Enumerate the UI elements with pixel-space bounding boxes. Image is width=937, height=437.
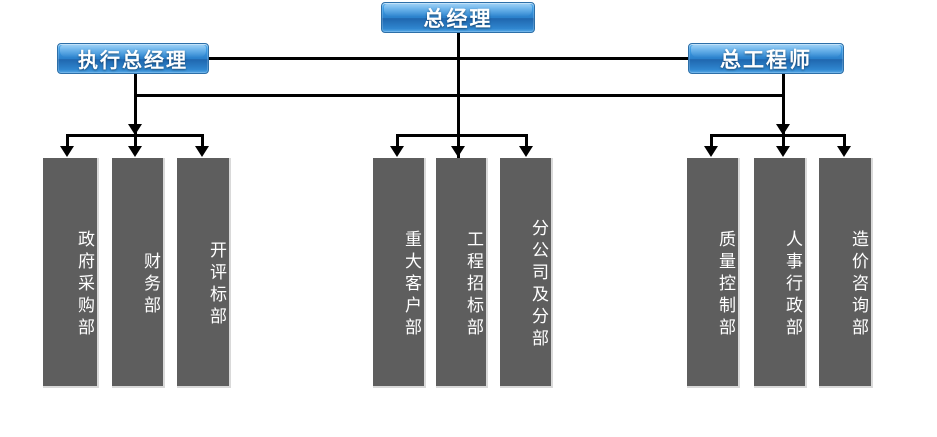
- connector-exec-to-chief-bar: [209, 57, 688, 60]
- connector-right-branch-bus: [710, 134, 846, 137]
- node-general-manager-label: 总经理: [423, 7, 493, 31]
- connector-left-drop-3: [201, 134, 204, 150]
- node-department-8[interactable]: 人事行政部: [754, 158, 807, 388]
- node-executive-general-manager[interactable]: 执行总经理: [57, 43, 209, 74]
- node-department-1[interactable]: 政府采购部: [43, 158, 99, 388]
- node-department-7[interactable]: 质量控制部: [687, 158, 740, 388]
- node-general-manager[interactable]: 总经理: [381, 2, 535, 33]
- connector-gm-stem: [457, 33, 460, 164]
- arrow-chief-eng-stem: [776, 124, 790, 135]
- arrow-dept-1: [60, 146, 74, 157]
- connector-chief-eng-stem: [782, 74, 785, 134]
- arrow-dept-8: [776, 146, 790, 157]
- arrow-exec-gm-stem: [128, 124, 142, 135]
- arrow-dept-6: [519, 146, 533, 157]
- connector-center-drop-1: [396, 134, 399, 150]
- node-department-6[interactable]: 分公司及分部: [500, 158, 553, 388]
- arrow-dept-3: [195, 146, 209, 157]
- node-department-1-label: 政府采购部: [75, 230, 94, 340]
- connector-left-drop-2: [134, 134, 137, 150]
- connector-exec-gm-stem: [134, 74, 137, 134]
- connector-center-branch-bus: [396, 134, 528, 137]
- node-department-3[interactable]: 开评标部: [177, 158, 231, 388]
- node-department-6-label: 分公司及分部: [529, 219, 548, 351]
- node-executive-general-manager-label: 执行总经理: [78, 50, 188, 72]
- node-department-8-label: 人事行政部: [783, 230, 802, 340]
- connector-center-drop-2: [457, 134, 460, 150]
- node-department-9[interactable]: 造价咨询部: [819, 158, 873, 388]
- node-department-3-label: 开评标部: [207, 241, 226, 329]
- arrow-dept-7: [704, 146, 718, 157]
- arrow-dept-2: [128, 146, 142, 157]
- arrow-dept-9: [837, 146, 851, 157]
- connector-right-drop-1: [710, 134, 713, 150]
- node-department-4[interactable]: 重大客户部: [373, 158, 426, 388]
- connector-right-drop-3: [843, 134, 846, 150]
- connector-left-drop-1: [66, 134, 69, 150]
- arrow-dept-5: [451, 146, 465, 157]
- connector-right-drop-2: [782, 134, 785, 150]
- node-department-4-label: 重大客户部: [402, 230, 421, 340]
- node-department-2-label: 财务部: [141, 252, 160, 318]
- node-chief-engineer-label: 总工程师: [720, 48, 812, 72]
- connector-main-bus: [135, 94, 783, 97]
- node-department-7-label: 质量控制部: [716, 230, 735, 340]
- node-department-5[interactable]: 工程招标部: [436, 158, 488, 388]
- node-department-9-label: 造价咨询部: [849, 230, 868, 340]
- node-department-2[interactable]: 财务部: [112, 158, 165, 388]
- node-chief-engineer[interactable]: 总工程师: [688, 43, 844, 74]
- connector-center-drop-3: [525, 134, 528, 150]
- arrow-dept-4: [390, 146, 404, 157]
- node-department-5-label: 工程招标部: [464, 230, 483, 340]
